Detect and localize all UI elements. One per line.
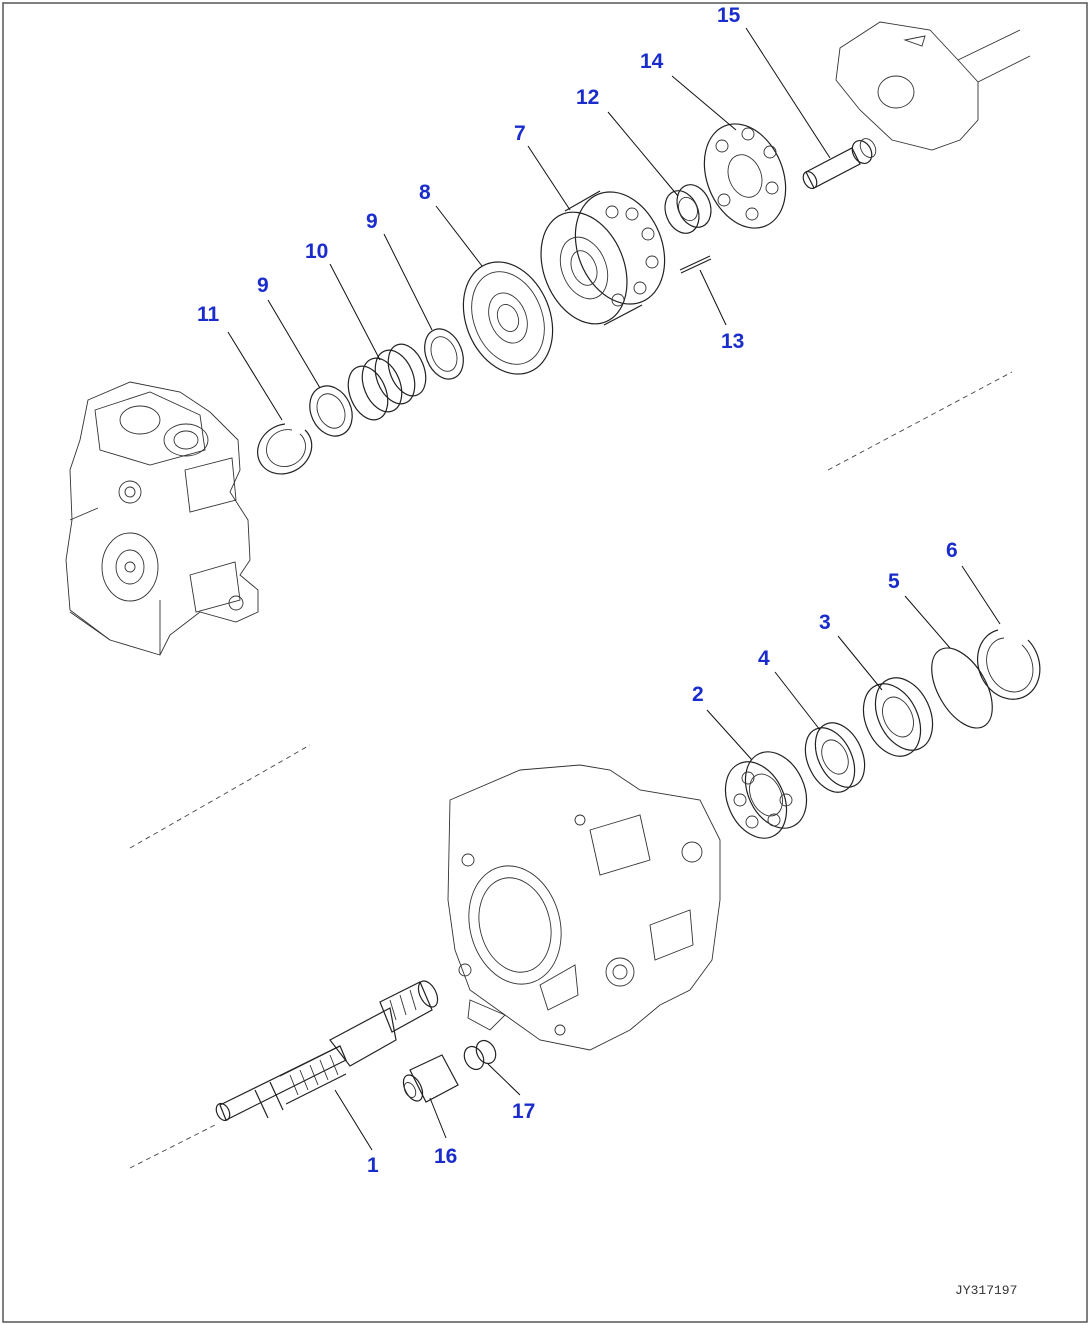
part-16-piston bbox=[402, 1054, 459, 1103]
label-part-3: 3 bbox=[819, 611, 831, 634]
part-11-snap-ring bbox=[257, 423, 313, 475]
part-8-valve-plate bbox=[462, 261, 554, 375]
part-3-retainer bbox=[862, 677, 934, 757]
part-17-plug bbox=[463, 1039, 497, 1071]
label-part-5: 5 bbox=[888, 570, 900, 593]
label-part-13: 13 bbox=[721, 330, 744, 353]
drawing-code: JY317197 bbox=[955, 1283, 1017, 1298]
label-part-15: 15 bbox=[717, 4, 741, 27]
label-part-9-right: 9 bbox=[366, 210, 378, 233]
part-labels: 1 2 3 4 5 6 7 8 9 9 10 11 12 13 14 15 16… bbox=[197, 4, 958, 1177]
part-10-spring bbox=[347, 343, 427, 421]
part-15-pivot bbox=[802, 138, 877, 190]
label-part-8: 8 bbox=[419, 181, 431, 204]
label-part-1: 1 bbox=[367, 1154, 379, 1177]
label-part-17: 17 bbox=[512, 1100, 535, 1123]
leader-lines bbox=[227, 27, 1001, 1151]
part-4-oil-seal bbox=[804, 722, 866, 793]
part-14-retainer-plate bbox=[703, 123, 787, 229]
part-6-snap-ring bbox=[976, 629, 1041, 700]
part-2-bearing bbox=[724, 751, 808, 839]
label-part-4: 4 bbox=[758, 647, 770, 670]
label-part-2: 2 bbox=[692, 683, 704, 706]
label-part-16: 16 bbox=[434, 1145, 457, 1168]
part-5-o-ring bbox=[931, 647, 993, 729]
label-part-11: 11 bbox=[197, 303, 220, 326]
label-part-9-left: 9 bbox=[257, 274, 269, 297]
part-13-pin bbox=[679, 255, 712, 274]
label-part-7: 7 bbox=[514, 122, 526, 145]
part-12-bushing bbox=[664, 184, 712, 234]
upper-pump-housing bbox=[65, 381, 259, 656]
part-9-spacer-right bbox=[424, 328, 464, 380]
part-9-spacer-left bbox=[309, 385, 353, 437]
center-lines bbox=[129, 371, 1013, 1169]
part-1-shaft bbox=[215, 980, 439, 1122]
label-part-12: 12 bbox=[576, 86, 599, 109]
part-7-cylinder-block bbox=[540, 190, 666, 326]
label-part-14: 14 bbox=[640, 50, 664, 73]
lower-pump-housing bbox=[447, 764, 721, 1051]
label-part-10: 10 bbox=[305, 240, 328, 263]
end-cover bbox=[835, 21, 1031, 151]
label-part-6: 6 bbox=[946, 539, 958, 562]
